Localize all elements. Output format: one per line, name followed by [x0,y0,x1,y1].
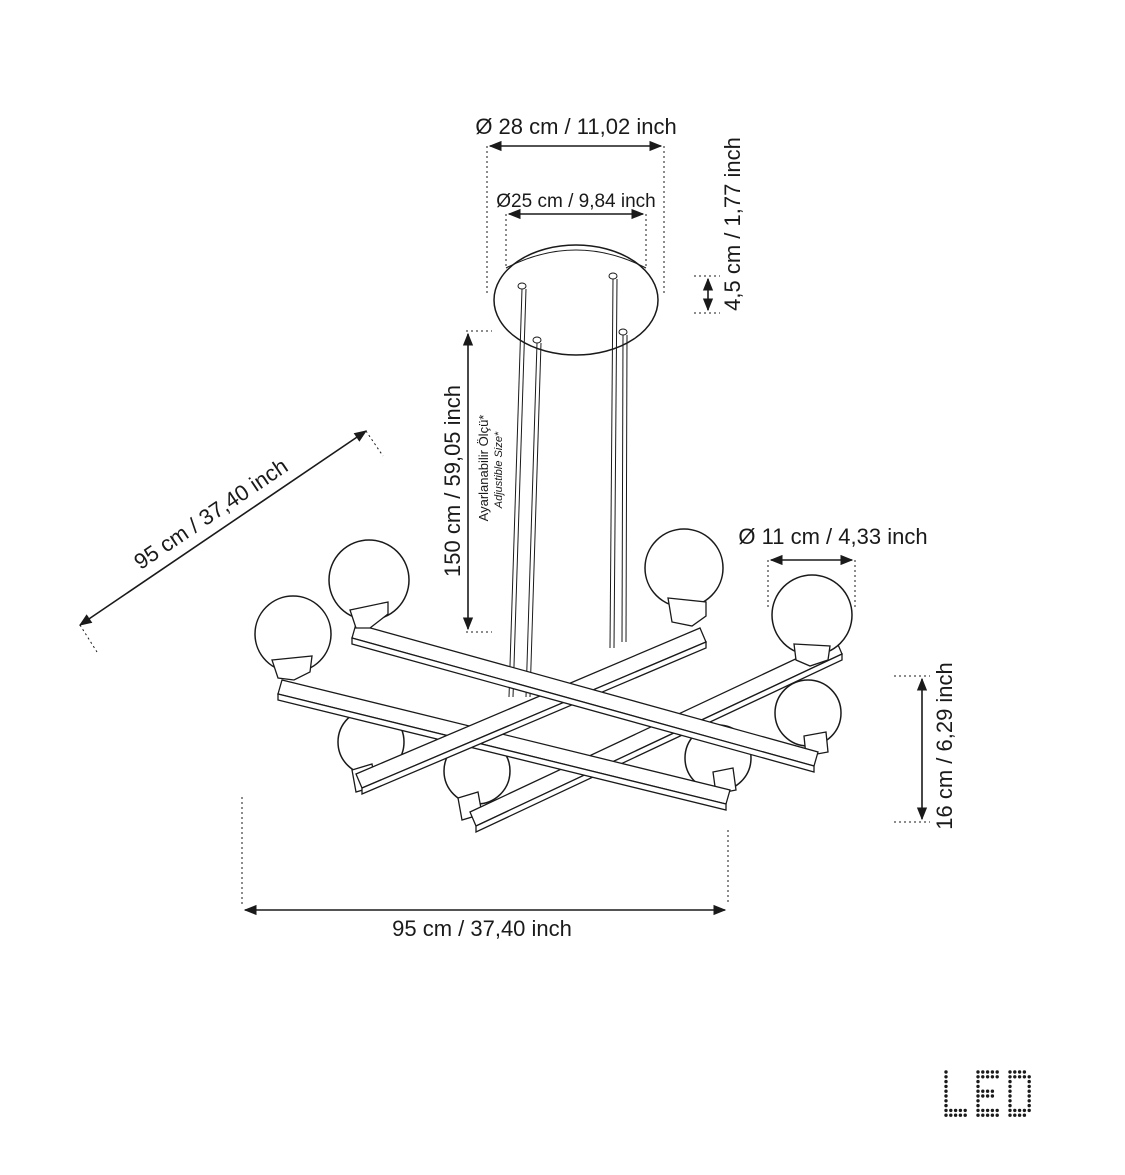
dim-canopy-height [694,275,720,314]
label-cable-length: 150 cm / 59,05 inch [440,385,465,577]
arm-upper-left [351,623,819,773]
label-globe-diameter: Ø 11 cm / 4,33 inch [738,524,927,549]
label-diagonal-span: 95 cm / 37,40 inch [129,453,292,574]
dim-cable-length [462,330,492,633]
canopy [493,244,659,356]
globe-front-right [771,574,853,667]
globe-front-left [254,595,332,681]
arm-upper-right [355,627,707,795]
dim-canopy-outer [486,140,665,296]
label-canopy-outer: Ø 28 cm / 11,02 inch [475,114,676,139]
globe-front-right-top [644,528,724,627]
dim-width-span [241,797,729,916]
arm-lower-right [469,639,843,834]
dim-body-height [894,675,930,823]
label-adjustable-tr: Ayarlanabilir Ölçü* [476,415,491,522]
label-adjustable-en: Adjustible Size* [493,431,505,509]
label-body-height: 16 cm / 6,29 inch [932,662,957,830]
dim-canopy-inner [505,208,647,266]
led-logo [944,1070,1031,1117]
globe-back-right [774,679,842,757]
suspension-cables [508,278,628,698]
globe-front-left-top [328,539,410,629]
arm-lower-left [277,679,731,811]
label-canopy-inner: Ø25 cm / 9,84 inch [496,191,655,212]
dim-globe-diameter [767,554,856,608]
dim-diagonal-span [78,430,384,653]
globe-back-center [443,737,511,821]
label-canopy-height: 4,5 cm / 1,77 inch [720,137,745,311]
label-width-span: 95 cm / 37,40 inch [392,916,572,941]
